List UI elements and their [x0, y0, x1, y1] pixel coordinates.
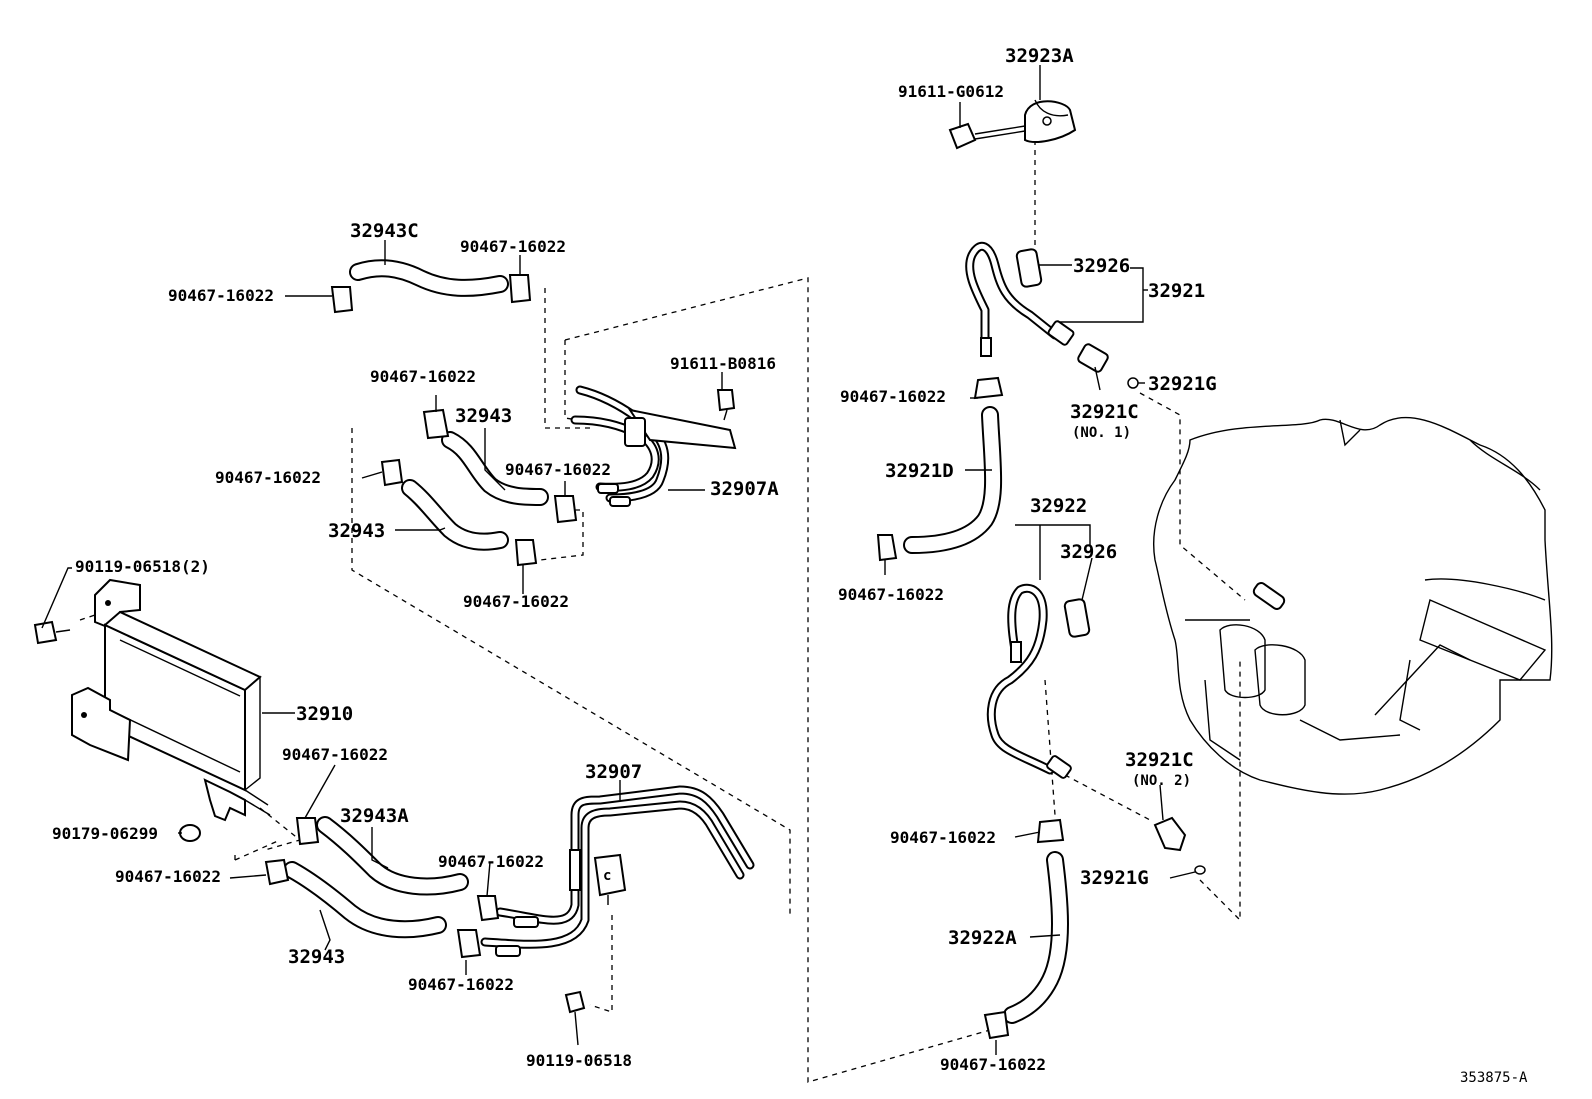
label-90467-b: 90467-16022 [168, 286, 274, 305]
label-32922: 32922 [1030, 495, 1087, 517]
label-32926-top: 32926 [1073, 255, 1130, 277]
label-32921D: 32921D [885, 460, 954, 482]
label-90467-f: 90467-16022 [463, 592, 569, 611]
label-90179-06299: 90179-06299 [52, 824, 158, 843]
label-90467-l: 90467-16022 [838, 585, 944, 604]
hose-icon-group [283, 259, 549, 939]
label-90467-g: 90467-16022 [282, 745, 388, 764]
label-32923A: 32923A [1005, 45, 1074, 67]
label-32943-bottom: 32943 [288, 946, 345, 968]
label-90119-06518: 90119-06518 [526, 1051, 632, 1070]
label-32921G-bottom: 32921G [1080, 867, 1149, 889]
label-32921G-top: 32921G [1148, 373, 1217, 395]
part-labels: 32923A 91611-G0612 32943C 90467-16022 90… [52, 45, 1528, 1086]
clamp-letter: c [603, 868, 611, 884]
label-90467-k: 90467-16022 [840, 387, 946, 406]
label-32922A: 32922A [948, 927, 1017, 949]
label-32921C-no2: 32921C [1125, 749, 1194, 771]
label-32943A: 32943A [340, 805, 409, 827]
label-90467-n: 90467-16022 [940, 1055, 1046, 1074]
right-side-parts [876, 99, 1206, 1040]
label-32921: 32921 [1148, 280, 1205, 302]
leader-lines [41, 65, 1196, 1055]
label-32921C-no1-suffix: (NO. 1) [1072, 425, 1131, 441]
label-90467-a: 90467-16022 [460, 237, 566, 256]
label-32910: 32910 [296, 703, 353, 725]
label-32926-mid: 32926 [1060, 541, 1117, 563]
label-91611-G0612: 91611-G0612 [898, 82, 1004, 101]
label-90467-m: 90467-16022 [890, 828, 996, 847]
label-90467-c: 90467-16022 [370, 367, 476, 386]
label-32943C: 32943C [350, 220, 419, 242]
label-32943-mid: 32943 [328, 520, 385, 542]
label-90467-d: 90467-16022 [505, 460, 611, 479]
oil-cooler-icon [71, 578, 271, 822]
bolt-icon-group [33, 389, 736, 1014]
label-32921C-no1: 32921C [1070, 401, 1139, 423]
label-90467-i: 90467-16022 [115, 867, 221, 886]
clamp-icon-group [264, 274, 631, 959]
diagram-id: 353875-A [1460, 1070, 1528, 1086]
pipe-icon-group: c [480, 385, 755, 949]
label-91611-B0816: 91611-B0816 [670, 354, 776, 373]
label-90467-e: 90467-16022 [215, 468, 321, 487]
label-32943-top: 32943 [455, 405, 512, 427]
label-90119-06518-2: 90119-06518(2) [75, 557, 210, 576]
label-32907A: 32907A [710, 478, 779, 500]
label-90467-h: 90467-16022 [438, 852, 544, 871]
label-32907: 32907 [585, 761, 642, 783]
label-32921C-no2-suffix: (NO. 2) [1132, 773, 1191, 789]
transmission-icon [1153, 416, 1553, 795]
label-90467-j: 90467-16022 [408, 975, 514, 994]
